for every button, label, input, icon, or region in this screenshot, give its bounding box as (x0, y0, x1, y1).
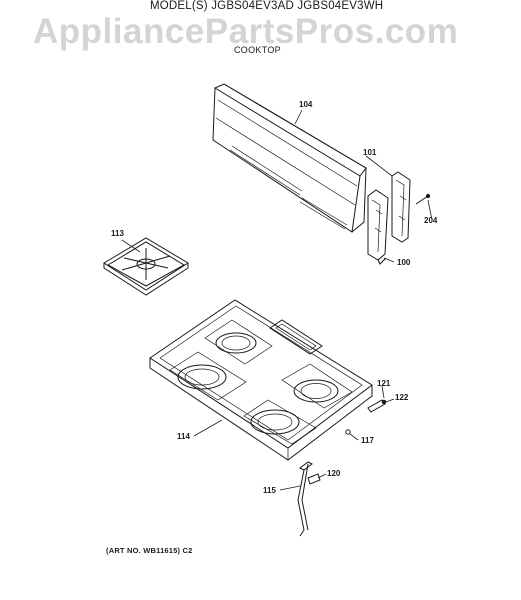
callout-204: 204 (424, 216, 438, 225)
clip-120 (307, 473, 321, 485)
support-rod (297, 461, 313, 537)
fastener-117 (345, 429, 351, 435)
screw-204 (415, 193, 431, 205)
screw-122 (367, 399, 387, 413)
watermark-text: AppliancePartsPros.com (33, 12, 459, 51)
callout-104: 104 (299, 100, 313, 109)
callout-120: 120 (327, 469, 341, 478)
callout-122: 122 (395, 393, 409, 402)
callout-114: 114 (177, 432, 190, 441)
cooktop-main (149, 299, 373, 461)
callout-117: 117 (361, 436, 374, 445)
backsplash-panel (212, 83, 367, 233)
section-title: COOKTOP (234, 45, 281, 55)
art-number: (ART NO. WB11615) C2 (106, 546, 193, 555)
callout-101: 101 (363, 148, 377, 157)
callout-113: 113 (111, 229, 124, 238)
burner-grate (103, 237, 189, 296)
model-numbers-title: MODEL(S) JGBS04EV3AD JGBS04EV3WH (150, 0, 384, 12)
leader-lines (121, 109, 433, 491)
callout-121: 121 (377, 379, 391, 388)
end-bracket (367, 189, 389, 265)
callout-100: 100 (397, 258, 411, 267)
callout-115: 115 (263, 486, 276, 495)
side-trim (391, 171, 411, 243)
